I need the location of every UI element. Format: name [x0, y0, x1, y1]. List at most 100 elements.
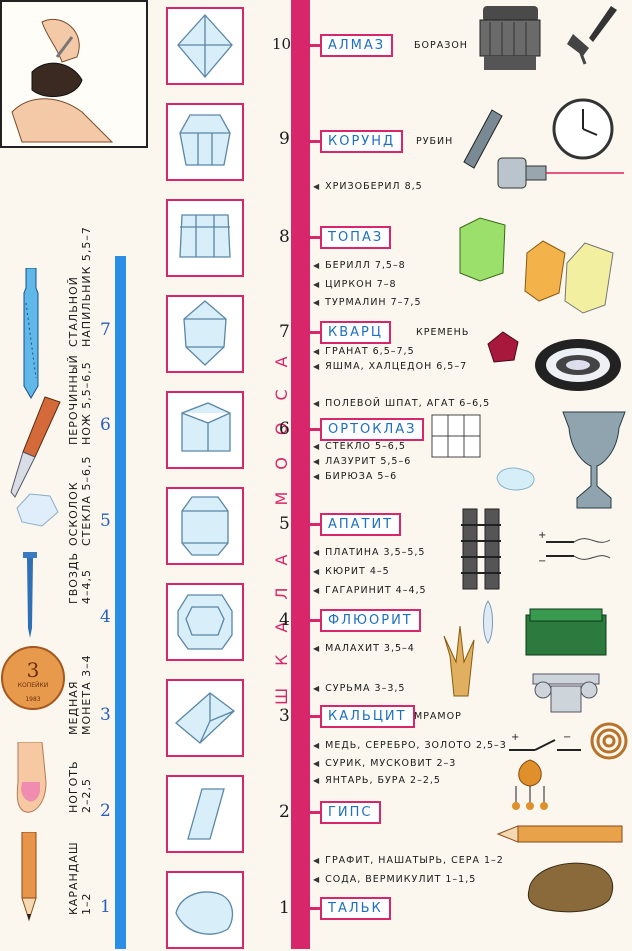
crystal-box — [166, 871, 244, 949]
sub-mineral: СУРИК, МУСКОВИТ 2–3 — [313, 758, 456, 769]
sub-mineral: ЯШМА, ХАЛЦЕДОН 6,5–7 — [313, 361, 467, 372]
svg-text:−: − — [538, 556, 546, 567]
scale-tick — [310, 331, 322, 334]
sub-mineral: БИРЮЗА 5–6 — [313, 471, 397, 482]
left-scale-number: 3 — [100, 705, 111, 725]
crystal-icon — [177, 14, 233, 79]
garnet-icon — [487, 331, 519, 363]
copper-coil-icon — [590, 722, 628, 760]
left-scale-number: 7 — [100, 320, 111, 340]
crystal-icon — [187, 788, 225, 840]
left-scale-bar — [115, 256, 126, 949]
mineral-label-diamond: АЛМАЗ — [320, 34, 394, 57]
crystal-icon — [181, 496, 229, 556]
sub-mineral: ЛАЗУРИТ 5,5–6 — [313, 456, 411, 467]
sub-mineral: ЯНТАРЬ, БУРА 2–2,5 — [313, 775, 441, 786]
insulator-icon — [461, 508, 501, 590]
mineral-extra-ruby: РУБИН — [416, 136, 454, 147]
sub-mineral: МЕДЬ, СЕРЕБРО, ЗОЛОТО 2,5–3 — [313, 740, 507, 751]
circuit-contacts-icon: +− — [538, 530, 611, 567]
sub-mineral: ХРИЗОБЕРИЛ 8,5 — [313, 181, 423, 192]
mohs-number-8: 8 — [279, 227, 290, 247]
mineral-extra-flint: КРЕМЕНЬ — [416, 327, 470, 338]
crystal-icon — [181, 402, 231, 452]
mineral-label-fluorite: ФЛЮОРИТ — [320, 609, 421, 632]
mohs-number-4: 4 — [279, 610, 290, 630]
sub-mineral: ГАГАРИНИТ 4–4,5 — [313, 585, 427, 596]
svg-text:3: 3 — [27, 658, 40, 682]
scale-tick — [310, 140, 322, 143]
mohs-number-3: 3 — [279, 706, 290, 726]
crystal-box — [166, 487, 244, 565]
left-scale-number: 6 — [100, 415, 111, 435]
sub-mineral: ТУРМАЛИН 7–7,5 — [313, 297, 422, 308]
laser-device-icon — [497, 157, 624, 189]
sub-mineral: СУРЬМА 3–3,5 — [313, 683, 405, 694]
svg-text:1983: 1983 — [25, 696, 40, 703]
left-scale-number: 2 — [100, 801, 111, 821]
left-scale-number: 5 — [100, 511, 111, 531]
malachite-box-icon — [525, 608, 607, 656]
left-scale-number: 1 — [100, 897, 111, 917]
scale-tick — [310, 523, 322, 526]
steel-file-icon — [23, 268, 39, 399]
antimony-crystal-icon — [443, 626, 475, 697]
mineral-label-quartz: КВАРЦ — [320, 321, 391, 344]
amber-pendant-icon — [512, 759, 548, 810]
sub-mineral: КЮРИТ 4–5 — [313, 566, 390, 577]
svg-text:КОПЕЙКИ: КОПЕЙКИ — [18, 682, 49, 689]
sub-mineral: МАЛАХИТ 3,5–4 — [313, 643, 415, 654]
pencil-right-icon — [496, 825, 623, 843]
scale-tick — [310, 907, 322, 910]
scale-tick — [310, 236, 322, 239]
switch-icon: +− — [509, 732, 581, 751]
mohs-number-10: 10 — [272, 35, 292, 53]
crystal-box — [166, 103, 244, 181]
mineral-extra-marble: МРАМОР — [414, 711, 462, 722]
crystal-box — [166, 679, 244, 757]
crystal-icon — [177, 594, 233, 650]
sub-mineral: СОДА, ВЕРМИКУЛИТ 1–1,5 — [313, 874, 476, 885]
sub-mineral: ПЛАТИНА 3,5–5,5 — [313, 547, 425, 558]
sub-mineral: ЦИРКОН 7–8 — [313, 279, 397, 290]
drill-bit-icon — [479, 6, 541, 70]
sub-mineral: ПОЛЕВОЙ ШПАТ, АГАТ 6–6,5 — [313, 398, 490, 409]
pocket-knife-icon — [10, 396, 61, 498]
column-capital-icon — [532, 673, 600, 713]
turquoise-stone-icon — [496, 467, 535, 491]
vase-icon — [562, 411, 626, 509]
sub-mineral: ГРАНАТ 6,5–7,5 — [313, 346, 415, 357]
mohs-number-1: 1 — [279, 898, 290, 918]
crystal-icon — [175, 891, 234, 935]
svg-text:+: + — [511, 732, 519, 743]
mohs-number-9: 9 — [279, 129, 290, 149]
crystal-icon — [183, 300, 227, 366]
crystal-box — [166, 775, 244, 853]
crystal-box — [166, 295, 244, 373]
crystal-icon — [175, 692, 236, 744]
scale-tick — [310, 619, 322, 622]
copper-coin-icon: 3 КОПЕЙКИ 1983 — [1, 646, 65, 710]
nail-icon — [23, 552, 37, 638]
sub-mineral: ГРАФИТ, НАШАТЫРЬ, СЕРА 1–2 — [313, 855, 504, 866]
cutting-tool-icon — [463, 109, 503, 169]
crystal-box — [166, 199, 244, 277]
mineral-label-calcite: КАЛЬЦИТ — [320, 705, 415, 728]
mineral-label-topaz: ТОПАЗ — [320, 226, 392, 249]
mineral-label-orthoclase: ОРТОКЛАЗ — [320, 418, 425, 441]
crystal-box — [166, 583, 244, 661]
sub-mineral: БЕРИЛЛ 7,5–8 — [313, 260, 406, 271]
left-scale-number: 4 — [100, 607, 111, 627]
mohs-number-7: 7 — [279, 322, 290, 342]
scale-tick — [310, 44, 322, 47]
mohs-number-6: 6 — [279, 419, 290, 439]
sub-mineral: СТЕКЛО 5–6,5 — [313, 441, 406, 452]
crystal-icon — [179, 114, 231, 166]
crystal-icon — [179, 214, 231, 258]
scale-tick — [310, 715, 322, 718]
